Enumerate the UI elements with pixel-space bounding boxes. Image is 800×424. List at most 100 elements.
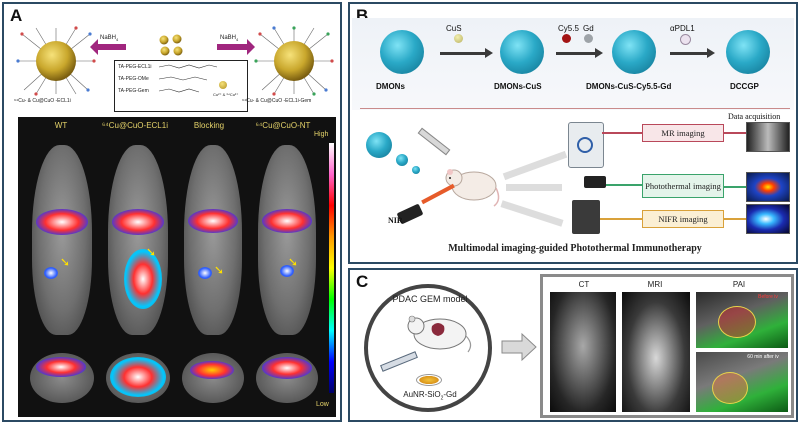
reagent-cus: CuS xyxy=(446,24,462,33)
dmons-cus-cy55-gd-particle xyxy=(612,30,656,74)
liver-signal xyxy=(262,209,312,233)
mr-image-screen xyxy=(746,122,790,152)
mouse-image-nt xyxy=(258,145,316,335)
panel-c-label: C xyxy=(356,272,369,291)
reagent-right: NaBH4 xyxy=(220,35,239,43)
reaction-arrow-left xyxy=(96,44,126,50)
cus-dot-icon xyxy=(454,34,463,43)
nanoparticle-icon xyxy=(396,154,408,166)
tumor-signal xyxy=(280,265,294,277)
cross-section-signal xyxy=(190,361,234,379)
nanoparticle-icon xyxy=(412,166,420,174)
model-circle xyxy=(364,284,492,412)
pai-before-label: Before iv xyxy=(758,294,778,300)
pai-after-label: 60 min after iv xyxy=(747,354,779,360)
tumor-signal xyxy=(124,249,162,309)
connector-mr-out xyxy=(724,132,746,134)
thermal-image-screen xyxy=(746,172,790,202)
reaction-arrow-left-head xyxy=(90,39,98,55)
arrow-indicator-icon: ➘ xyxy=(214,263,225,277)
cy55-dot-icon xyxy=(562,34,571,43)
gd-dot-icon xyxy=(584,34,593,43)
photothermal-imaging-box: Photothermal imaging xyxy=(642,174,724,198)
data-acquisition-label: Data acquisition xyxy=(728,112,781,121)
panel-a: A ⁶⁴Cu- & Cu@CuO -ECL1i NaBH4 NaBH4 xyxy=(2,2,342,422)
legend-item-2: TA-PEG-OMe xyxy=(118,76,149,82)
left-nanoparticle-illustration xyxy=(16,26,96,96)
legend-item-4: Cu²⁺ & ⁶⁴Cu²⁺ xyxy=(213,92,239,97)
synthesis-arrow-2 xyxy=(556,48,603,58)
pdac-model-label: PDAC GEM model xyxy=(392,294,468,304)
ligand-legend-box: TA-PEG-ECL1i TA-PEG-OMe TA-PEG-Gem Cu²⁺ … xyxy=(114,60,248,112)
synthesis-background xyxy=(352,18,794,110)
apdl1-dot-icon xyxy=(680,34,691,45)
column-label-blocking: Blocking xyxy=(193,121,225,130)
tile-label-pai: PAI xyxy=(732,280,746,289)
column-label-wt: WT xyxy=(54,121,68,130)
column-label-nt: ⁶⁴Cu@CuO-NT xyxy=(255,121,311,130)
arrow-indicator-icon: ➘ xyxy=(146,245,157,259)
ct-image xyxy=(550,292,616,412)
panel-a-label: A xyxy=(10,6,23,25)
dccgp-particle xyxy=(726,30,770,74)
liver-signal xyxy=(112,209,164,235)
mr-imaging-box: MR imaging xyxy=(642,124,724,142)
right-nanoparticle-label: ⁶⁴Cu- & Cu@CuO -ECL1i-Gem xyxy=(242,98,312,104)
synthesis-arrow-3 xyxy=(670,48,715,58)
gold-seed-cluster xyxy=(159,34,183,56)
mouse-image-blocking xyxy=(184,145,242,335)
legend-item-3: TA-PEG-Gem xyxy=(118,88,149,94)
mouse-model-illustration xyxy=(407,315,472,353)
arrow-indicator-icon: ➘ xyxy=(288,255,299,269)
left-nanoparticle-label: ⁶⁴Cu- & Cu@CuO -ECL1i xyxy=(14,98,71,104)
nifr-imaging-box: NIFR imaging xyxy=(642,210,724,228)
agent-label: AuNR-SiO2-Gd xyxy=(403,390,457,402)
connector-pt xyxy=(606,184,642,186)
tile-label-ct: CT xyxy=(578,280,590,289)
stage-label-dmons: DMONs xyxy=(376,82,405,91)
nifr-image-screen xyxy=(746,204,790,234)
connector-pt-out xyxy=(724,186,746,188)
stage-label-dmons-cus: DMONs-CuS xyxy=(494,82,542,91)
panel-b-caption: Multimodal imaging-guided Photothermal I… xyxy=(448,242,702,254)
connector-nifr-out xyxy=(724,218,746,220)
syringe-icon xyxy=(417,127,451,156)
colorbar-high-label: High xyxy=(314,131,329,138)
flow-arrow xyxy=(501,332,537,362)
tile-label-mri: MRI xyxy=(647,280,663,289)
intensity-colorbar xyxy=(329,143,334,393)
liver-signal xyxy=(36,209,88,235)
signal-ray-nifr xyxy=(500,200,564,227)
signal-ray-mr xyxy=(502,150,568,181)
pet-ct-image-grid: WT ⁶⁴Cu@CuO-ECL1i Blocking ⁶⁴Cu@CuO-NT ➘… xyxy=(18,117,336,417)
dmons-cus-particle xyxy=(500,30,544,74)
connector-mr xyxy=(602,132,642,134)
arrow-indicator-icon: ➘ xyxy=(60,255,71,269)
connector-nifr xyxy=(600,218,642,220)
mri-image xyxy=(622,292,690,412)
nifr-imager-icon xyxy=(572,200,600,234)
divider-line xyxy=(360,108,790,109)
colorbar-low-label: Low xyxy=(316,401,329,408)
reaction-arrow-right-head xyxy=(247,39,255,55)
nir-label: NIR xyxy=(388,216,403,225)
dmons-particle xyxy=(380,30,424,74)
stage-label-dccgp: DCCGP xyxy=(730,82,759,91)
reaction-arrow-right xyxy=(217,44,247,50)
column-label-ecl1i: ⁶⁴Cu@CuO-ECL1i xyxy=(102,121,168,130)
cross-section-signal xyxy=(36,357,86,377)
legend-item-1: TA-PEG-ECL1i xyxy=(118,64,152,70)
reagent-gd: Gd xyxy=(583,24,594,33)
thermal-camera-icon xyxy=(584,176,606,188)
stage-label-dmons-cus-cy55-gd: DMONs-CuS-Cy5.5-Gd xyxy=(586,82,672,91)
nanoparticle-icon xyxy=(366,132,392,158)
nanorod-icon xyxy=(416,374,442,386)
cu-ion-icon xyxy=(219,81,227,89)
panel-c: C PDAC GEM model AuNR-SiO2-Gd CT MRI PAI… xyxy=(348,268,798,422)
synthesis-arrow-1 xyxy=(440,48,493,58)
mr-scanner-icon xyxy=(568,122,604,168)
pai-after-region xyxy=(712,372,748,404)
tumor-signal xyxy=(44,267,58,279)
panel-b: B DMONs CuS DMONs-CuS Cy5.5 Gd DMONs-CuS… xyxy=(348,2,798,264)
reagent-cy55: Cy5.5 xyxy=(558,24,579,33)
